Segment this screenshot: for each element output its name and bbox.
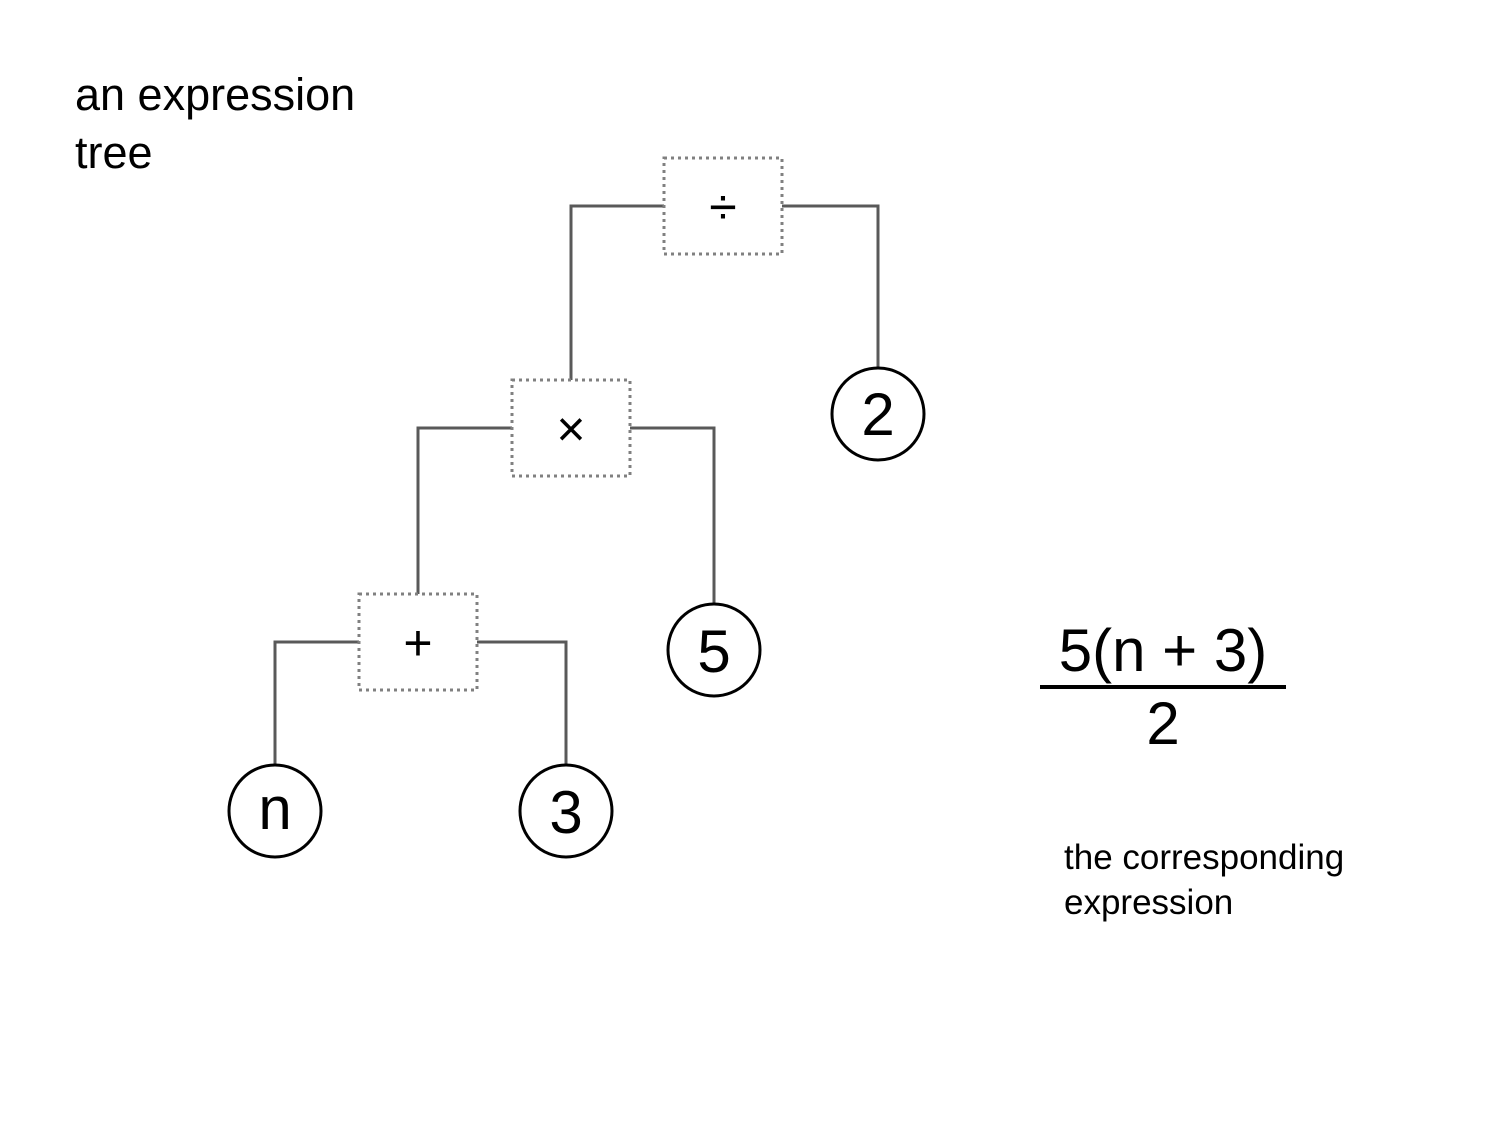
leaf-value-five: 5 [697,618,730,685]
operator-node-divide: ÷ [662,156,784,256]
operator-box [510,378,632,478]
edge-add-to-three [477,640,568,765]
operator-node-add: + [357,592,479,692]
operator-node-multiply: × [510,378,632,478]
edge-multiply-to-add [416,426,512,594]
edge-divide-to-two [782,204,880,367]
fraction-expression: 5(n + 3) 2 [1040,617,1286,759]
operator-symbol-add: + [403,615,432,671]
leaf-value-two: 2 [861,381,894,448]
operator-box [662,156,784,256]
leaf-circle [666,602,762,698]
leaf-node-two: 2 [830,366,926,462]
fraction-numerator: 5(n + 3) [1040,617,1286,689]
edge-divide-to-multiply [569,204,664,380]
leaf-circle [830,366,926,462]
fraction-denominator: 2 [1146,690,1180,757]
leaf-circle [227,763,323,859]
leaf-node-five: 5 [666,602,762,698]
operator-box [357,592,479,692]
leaf-node-n: n [227,763,323,859]
operator-symbol-divide: ÷ [709,179,736,235]
leaf-circle [518,763,614,859]
leaf-node-three: 3 [518,763,614,859]
leaf-value-n: n [258,775,291,842]
leaf-value-three: 3 [549,779,582,846]
tree-caption: an expression tree [75,69,356,178]
operator-symbol-multiply: × [556,401,585,457]
expression-caption: the corresponding expression [1064,838,1345,922]
tree-edges [273,204,880,765]
edge-add-to-n [273,640,359,765]
edge-multiply-to-five [630,426,716,604]
